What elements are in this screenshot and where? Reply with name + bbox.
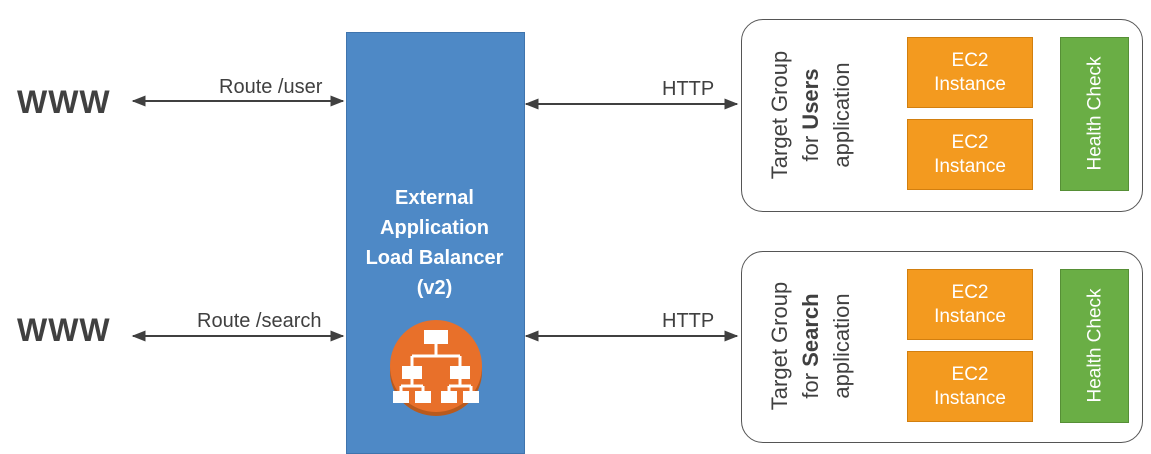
tg-users-name: Users [797, 68, 823, 130]
ec2-line-1: EC2 [951, 131, 989, 153]
ec2-line-2: Instance [934, 305, 1006, 327]
tg-users-line-1: Target Group [766, 50, 792, 180]
connector-arrows [131, 95, 739, 342]
target-group-search-label: Target Group for Search application [762, 251, 858, 441]
ec2-line-2: Instance [934, 387, 1006, 409]
ec2-line-2: Instance [934, 73, 1006, 95]
alb-line-3: Load Balancer [365, 247, 504, 269]
route-user-label: Route /user [219, 76, 323, 98]
www-label-bottom: WWW [17, 312, 111, 348]
tg-search-line-3: application [828, 293, 854, 399]
alb-line-2: Application [380, 217, 489, 239]
http-label-users: HTTP [662, 78, 715, 100]
health-check-search: Health Check [1060, 269, 1129, 423]
tg-search-prefix: for [797, 366, 823, 399]
tg-users-prefix: for [797, 129, 823, 162]
route-search-label: Route /search [197, 310, 322, 332]
ec2-line-1: EC2 [951, 281, 989, 303]
ec2-line-1: EC2 [951, 363, 989, 385]
tg-search-line-2: for Search [795, 293, 826, 398]
health-check-users: Health Check [1060, 37, 1129, 191]
ec2-line-2: Instance [934, 155, 1006, 177]
alb-line-4: (v2) [416, 277, 453, 299]
tg-search-name: Search [797, 293, 823, 367]
target-group-users-label: Target Group for Users application [762, 20, 858, 210]
ec2-instance: EC2 Instance [907, 37, 1033, 108]
tg-users-line-2: for Users [795, 69, 826, 162]
tg-search-line-1: Target Group [766, 281, 792, 411]
load-balancer-title: External Application Load Balancer (v2) [346, 183, 523, 303]
http-label-search: HTTP [662, 310, 715, 332]
www-label-top: WWW [17, 84, 111, 120]
ec2-instance: EC2 Instance [907, 351, 1033, 422]
tg-users-line-3: application [828, 62, 854, 168]
health-check-label: Health Check [1084, 56, 1105, 171]
ec2-instance: EC2 Instance [907, 269, 1033, 340]
ec2-instance: EC2 Instance [907, 119, 1033, 190]
load-balancer-icon [390, 320, 482, 416]
ec2-line-1: EC2 [951, 49, 989, 71]
health-check-label: Health Check [1084, 288, 1105, 403]
alb-line-1: External [395, 187, 474, 209]
